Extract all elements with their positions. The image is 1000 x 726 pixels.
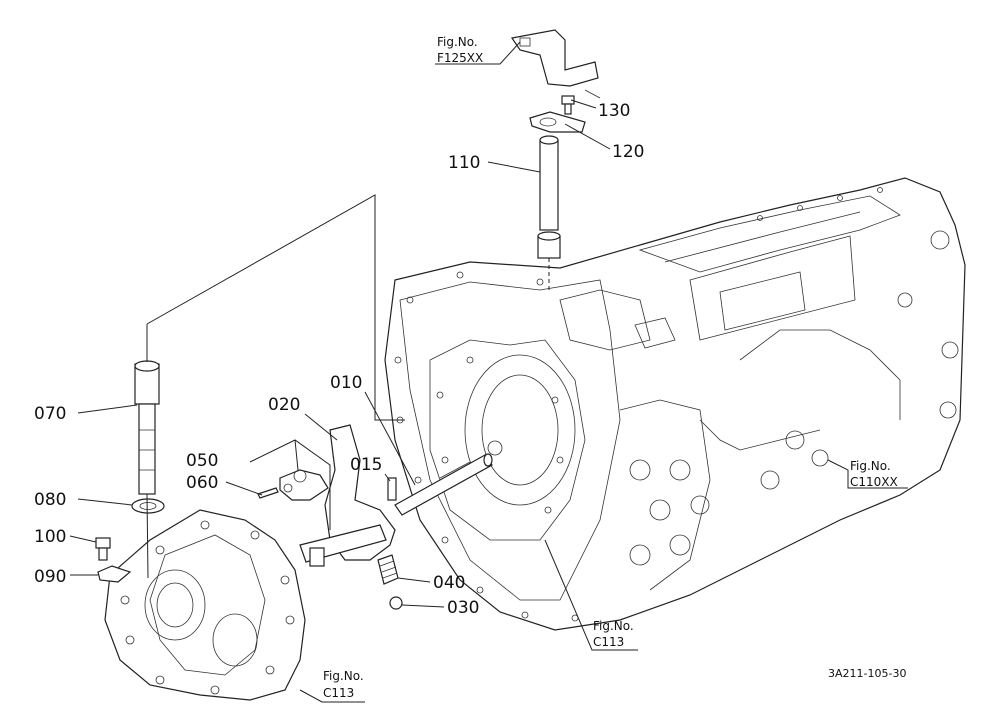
plate-090 [97,565,132,583]
fig-ref-top-prefix: Fig.No. [437,35,478,49]
shaft-010 [394,453,493,516]
label-070: 070 [34,404,66,424]
label-110: 110 [448,153,480,173]
ball-030 [389,596,403,610]
front-cover [104,509,306,701]
shift-arm-050 [279,469,329,501]
fig-ref-center-code: C113 [593,635,624,649]
shaft-070 [134,360,160,495]
fig-ref-right-code: C110XX [850,475,898,489]
fig-ref-top-code: F125XX [437,51,483,65]
top-bracket [510,29,601,99]
leader-lines [69,41,908,703]
pin-060 [257,487,279,499]
drawing-code: 3A211-105-30 [828,667,906,680]
label-130: 130 [598,101,630,121]
shift-fork-020 [299,424,396,567]
fig-ref-center-prefix: Fig.No. [593,619,634,633]
fig-ref-bottom-prefix: Fig.No. [323,669,364,683]
label-020: 020 [268,395,300,415]
label-060: 060 [186,473,218,493]
label-010: 010 [330,373,362,393]
label-040: 040 [433,573,465,593]
shaft-110 [537,135,561,259]
fig-ref-right-prefix: Fig.No. [850,459,891,473]
label-080: 080 [34,490,66,510]
washer-080 [131,498,165,514]
pin-015 [387,477,397,501]
bolt-100 [95,537,111,561]
spring-040 [377,554,399,585]
bolt-130 [561,95,575,115]
label-120: 120 [612,142,644,162]
lever-120 [529,111,586,133]
label-100: 100 [34,527,66,547]
label-015: 015 [350,455,382,475]
fig-ref-bottom-code: C113 [323,686,354,700]
label-030: 030 [447,598,479,618]
label-090: 090 [34,567,66,587]
label-050: 050 [186,451,218,471]
transmission-case [384,177,966,631]
